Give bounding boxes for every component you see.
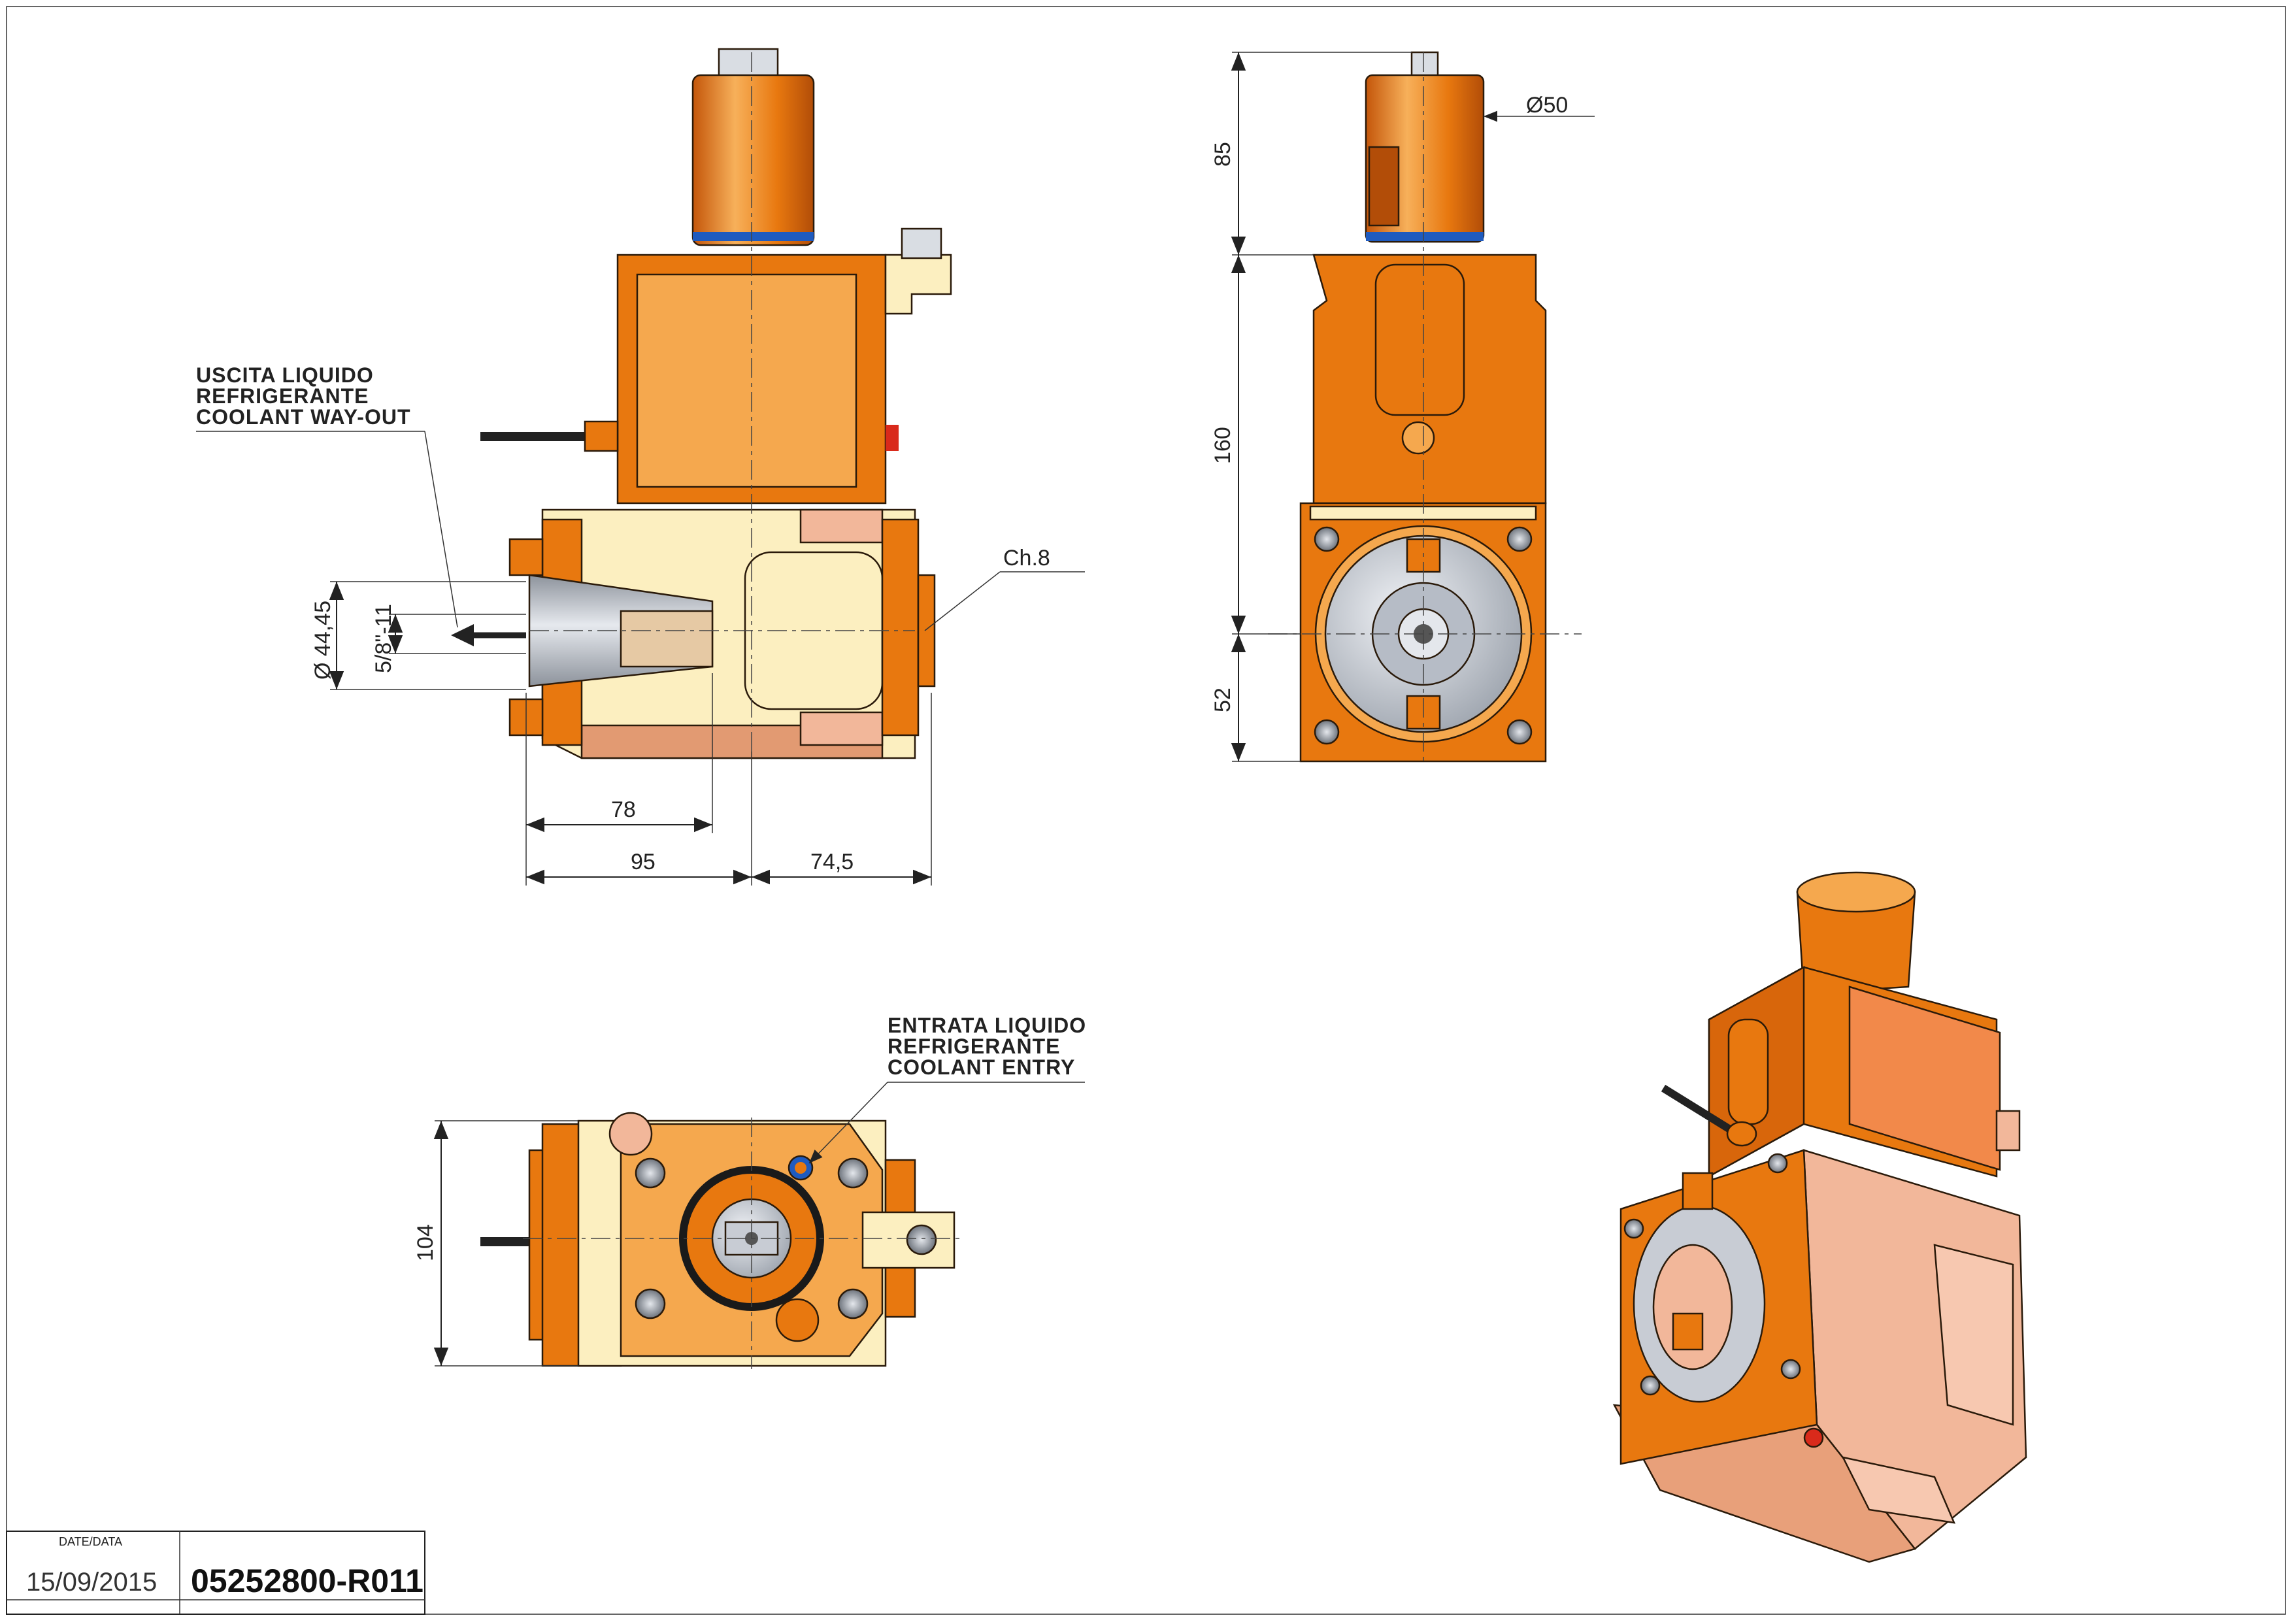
dim-85: 85 xyxy=(1210,142,1235,167)
date-value: 15/09/2015 xyxy=(26,1568,157,1597)
top-view-dimensions: 104 ENTRATA LIQUIDO REFRIGERANTE COOLANT… xyxy=(413,1014,1086,1367)
front-view-dimensions: Ø 44,45 5/8"-11 78 95 74,5 Ch.8 USCITA L… xyxy=(196,363,1085,886)
dim-78: 78 xyxy=(611,797,636,822)
side-view xyxy=(1268,51,1582,765)
dim-74-5: 74,5 xyxy=(810,850,854,874)
drawing-code: 05252800-R011 xyxy=(191,1563,424,1599)
dim-95: 95 xyxy=(631,850,656,874)
chamfer-label: Ch.8 xyxy=(1003,546,1050,571)
coolant-out-label-2: REFRIGERANTE xyxy=(196,384,369,408)
sheet-border xyxy=(6,6,2286,1615)
dim-phi-50: Ø50 xyxy=(1526,93,1568,118)
coolant-entry-label-3: COOLANT ENTRY xyxy=(888,1055,1075,1079)
dim-diameter-44-45: Ø 44,45 xyxy=(310,601,335,680)
coolant-out-label-3: COOLANT WAY-OUT xyxy=(196,405,410,429)
dim-thread-5-8-11: 5/8"-11 xyxy=(371,604,396,673)
coolant-entry-label-1: ENTRATA LIQUIDO xyxy=(888,1014,1086,1037)
front-view xyxy=(451,48,952,759)
coolant-entry-label-2: REFRIGERANTE xyxy=(888,1035,1060,1058)
dim-160: 160 xyxy=(1210,427,1235,464)
title-block: DATE/DATA 15/09/2015 05252800-R011 xyxy=(6,1531,425,1615)
coolant-out-label-1: USCITA LIQUIDO xyxy=(196,363,374,387)
dim-104: 104 xyxy=(413,1224,438,1261)
dim-52: 52 xyxy=(1210,688,1235,712)
date-label: DATE/DATA xyxy=(59,1535,122,1548)
side-view-dimensions: 85 160 52 Ø50 xyxy=(1210,52,1595,762)
top-view xyxy=(480,1112,961,1369)
isometric-view xyxy=(1612,871,2027,1563)
